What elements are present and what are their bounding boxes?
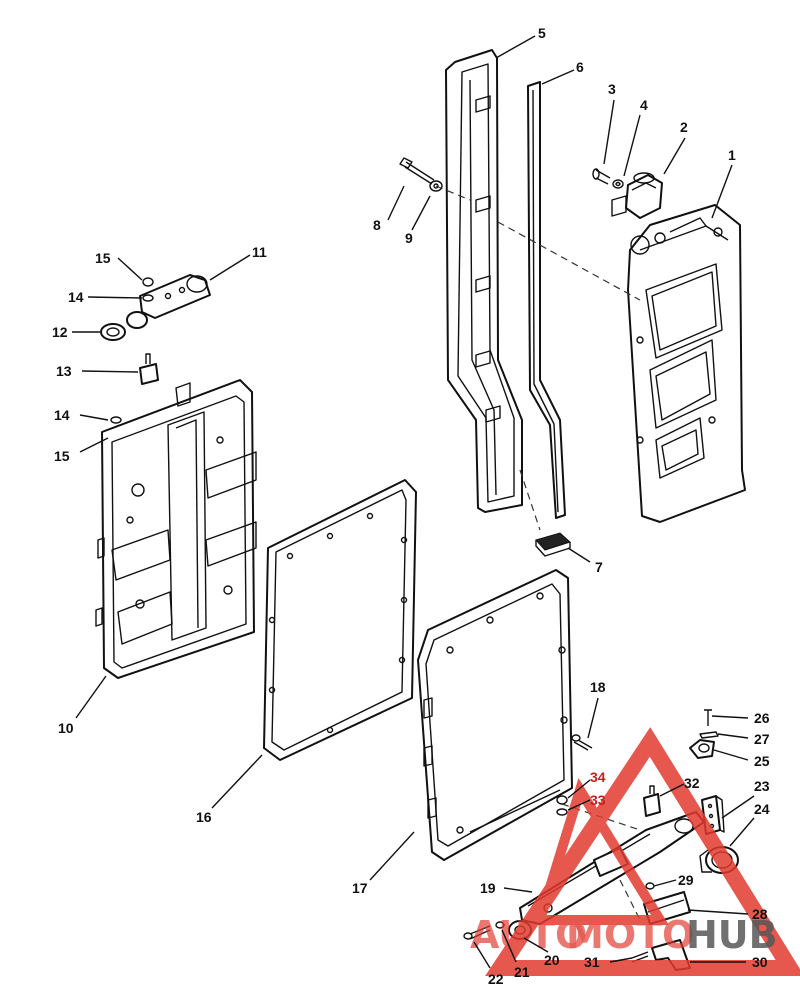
part-29-nut — [645, 882, 655, 890]
callout-14b: 14 — [54, 407, 70, 423]
part-11-bracket — [139, 274, 211, 319]
callout-6: 6 — [576, 59, 584, 75]
callout-18: 18 — [590, 679, 606, 695]
alignment-line — [519, 469, 541, 531]
callout-12: 12 — [52, 324, 68, 340]
part-21-washer — [495, 921, 505, 929]
callout-15b: 15 — [54, 448, 70, 464]
part-2-clamp — [611, 172, 663, 219]
alignment-line — [435, 185, 471, 201]
watermark-logo: AUTO MOTO HUB — [470, 727, 800, 976]
callout-3: 3 — [608, 81, 616, 97]
part-4-washer — [612, 179, 624, 189]
part-32-mount — [643, 785, 661, 817]
part-16-gasket — [263, 479, 417, 761]
part-15-nut-top — [142, 277, 154, 287]
callout-17: 17 — [352, 880, 368, 896]
part-13-mount — [139, 353, 159, 385]
part-7-pad — [535, 532, 571, 557]
part-18-screw — [571, 734, 593, 751]
part-1-cover — [627, 204, 746, 523]
part-33-washer — [556, 808, 568, 816]
part-8-bolt — [399, 157, 435, 185]
callout-28: 28 — [752, 906, 768, 922]
callout-5: 5 — [538, 25, 546, 41]
part-14-washer-bottom — [110, 416, 122, 424]
callout-30: 30 — [752, 954, 768, 970]
part-10-housing — [95, 379, 257, 679]
part-3-screw — [592, 168, 611, 185]
callout-24: 24 — [754, 801, 770, 817]
callout-16: 16 — [196, 809, 212, 825]
callout-22: 22 — [488, 971, 504, 987]
callout-8: 8 — [373, 217, 381, 233]
watermark-text-auto: AUTO — [470, 913, 587, 957]
callout-14a: 14 — [68, 289, 84, 305]
callout-4: 4 — [640, 97, 648, 113]
part-14-washer-top — [142, 294, 154, 302]
callout-2: 2 — [680, 119, 688, 135]
part-12-grommet — [100, 323, 126, 341]
part-5-plate — [445, 49, 523, 513]
callout-11: 11 — [252, 244, 267, 260]
watermark-triangle-inner — [533, 777, 669, 925]
part-27-washer — [699, 731, 719, 739]
callout-20: 20 — [544, 952, 560, 968]
callout-1: 1 — [728, 147, 736, 163]
part-9-nut — [429, 180, 443, 192]
watermark-text-hub: HUB — [686, 913, 778, 957]
callout-33: 33 — [590, 792, 606, 808]
part-25-clamp — [689, 739, 715, 759]
part-17-cover-plate — [417, 569, 573, 861]
callout-25: 25 — [754, 753, 770, 769]
callout-31: 31 — [584, 954, 600, 970]
part-34-nut — [556, 795, 568, 805]
callout-19: 19 — [480, 880, 496, 896]
watermark-text-moto: MOTO — [566, 913, 694, 957]
callout-26: 26 — [754, 710, 770, 726]
callout-32: 32 — [684, 775, 700, 791]
part-12b-bushing — [126, 311, 148, 329]
callout-9: 9 — [405, 230, 413, 246]
callout-13: 13 — [56, 363, 72, 379]
callout-27: 27 — [754, 731, 770, 747]
callout-labels: 1 2 3 4 5 6 7 8 9 10 11 12 13 14 15 14 1… — [52, 25, 770, 987]
callout-34: 34 — [590, 769, 606, 785]
alignment-line — [497, 221, 641, 301]
callout-15a: 15 — [95, 250, 111, 266]
leader-lines — [72, 35, 755, 969]
part-22-screw — [463, 925, 491, 940]
callout-10: 10 — [58, 720, 74, 736]
callout-29: 29 — [678, 872, 694, 888]
watermark-triangle-outer — [485, 727, 800, 976]
callout-23: 23 — [754, 778, 770, 794]
callout-21: 21 — [514, 964, 530, 980]
callout-7: 7 — [595, 559, 603, 575]
alignment-line — [619, 879, 641, 921]
part-26-screw — [704, 709, 712, 726]
part-6-gasket-strip — [527, 81, 566, 519]
